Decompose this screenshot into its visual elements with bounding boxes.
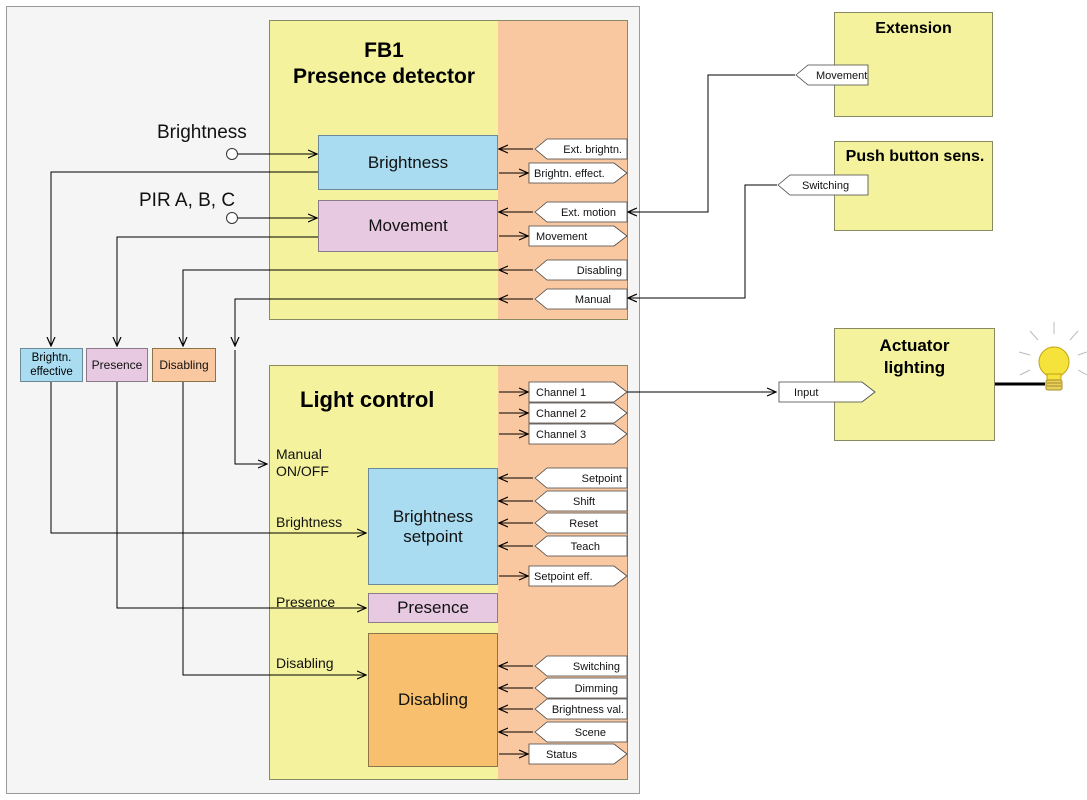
push-button-title: Push button sens. (845, 148, 985, 165)
port-label-lc-9: Dimming (575, 683, 618, 695)
extension-port-shape (795, 64, 869, 86)
port-label-lc-0: Channel 1 (536, 387, 586, 399)
port-label-lc-10: Brightness val. (552, 704, 624, 716)
light-control-presence-label: Presence (276, 594, 336, 610)
port-label-lc-4: Shift (573, 496, 595, 508)
port-label-lc-3: Setpoint (582, 473, 622, 485)
light-control-ports (528, 381, 628, 765)
port-label-lc-7: Setpoint eff. (534, 571, 593, 583)
disabling-block: Disabling (368, 633, 498, 767)
pir-input-label: PIR A, B, C (139, 190, 236, 211)
actuator-port-shape (778, 381, 876, 403)
fb1-title-line2: Presence detector (292, 65, 476, 88)
presence-block-label: Presence (397, 598, 469, 617)
port-label-fb1-2: Ext. motion (561, 207, 616, 219)
push-button-port-label: Switching (802, 180, 849, 192)
port-label-lc-2: Channel 3 (536, 429, 586, 441)
brightness-setpoint-block-label: Brightness setpoint (392, 506, 474, 546)
actuator-title-text: Actuator lighting (879, 336, 950, 377)
bulb-icon (1018, 322, 1087, 391)
brightness-setpoint-block: Brightness setpoint (368, 468, 498, 585)
port-label-lc-11: Scene (575, 727, 606, 739)
extension-title: Extension (875, 20, 952, 37)
port-label-lc-6: Teach (571, 541, 600, 553)
fb1-movement-block-label: Movement (368, 216, 448, 235)
port-label-fb1-0: Ext. brightn. (563, 144, 622, 156)
port-label-fb1-4: Disabling (577, 265, 622, 277)
port-label-fb1-3: Movement (536, 231, 587, 243)
light-control-title: Light control (300, 387, 435, 412)
fb1-title: FB1 Presence detector (270, 38, 498, 90)
extension-port-label: Movement (816, 70, 867, 82)
actuator-title: Actuator lighting (834, 335, 995, 379)
brightness-input-label: Brightness (157, 122, 247, 143)
port-label-lc-12: Status (546, 749, 578, 761)
fb1-brightness-block: Brightness (318, 135, 498, 190)
port-label-fb1-1: Brightn. effect. (534, 168, 605, 180)
port-label-lc-1: Channel 2 (536, 408, 586, 420)
port-label-lc-5: Reset (569, 518, 598, 530)
presence-connector: Presence (86, 348, 148, 382)
fb1-brightness-block-label: Brightness (367, 152, 449, 172)
fb1-title-line1: FB1 (364, 39, 404, 62)
actuator-port-label: Input (794, 387, 818, 399)
presence-connector-label: Presence (91, 358, 143, 372)
presence-block: Presence (368, 593, 498, 623)
light-control-disabling-label: Disabling (276, 655, 334, 671)
disabling-connector: Disabling (152, 348, 216, 382)
disabling-block-label: Disabling (398, 690, 468, 709)
disabling-connector-label: Disabling (159, 358, 209, 372)
brightn-effective-connector-label: Brightn. effective (30, 352, 73, 378)
brightn-effective-connector: Brightn. effective (20, 348, 83, 382)
extension-device (834, 12, 993, 117)
fb1-movement-block: Movement (318, 200, 498, 252)
port-label-fb1-5: Manual (575, 294, 611, 306)
push-button-port-shape (777, 174, 869, 196)
fb1-ports (528, 138, 628, 310)
port-label-lc-8: Switching (573, 661, 620, 673)
manual-on-off-label: Manual ON/OFF (276, 446, 329, 479)
light-control-brightness-label: Brightness (276, 514, 343, 530)
